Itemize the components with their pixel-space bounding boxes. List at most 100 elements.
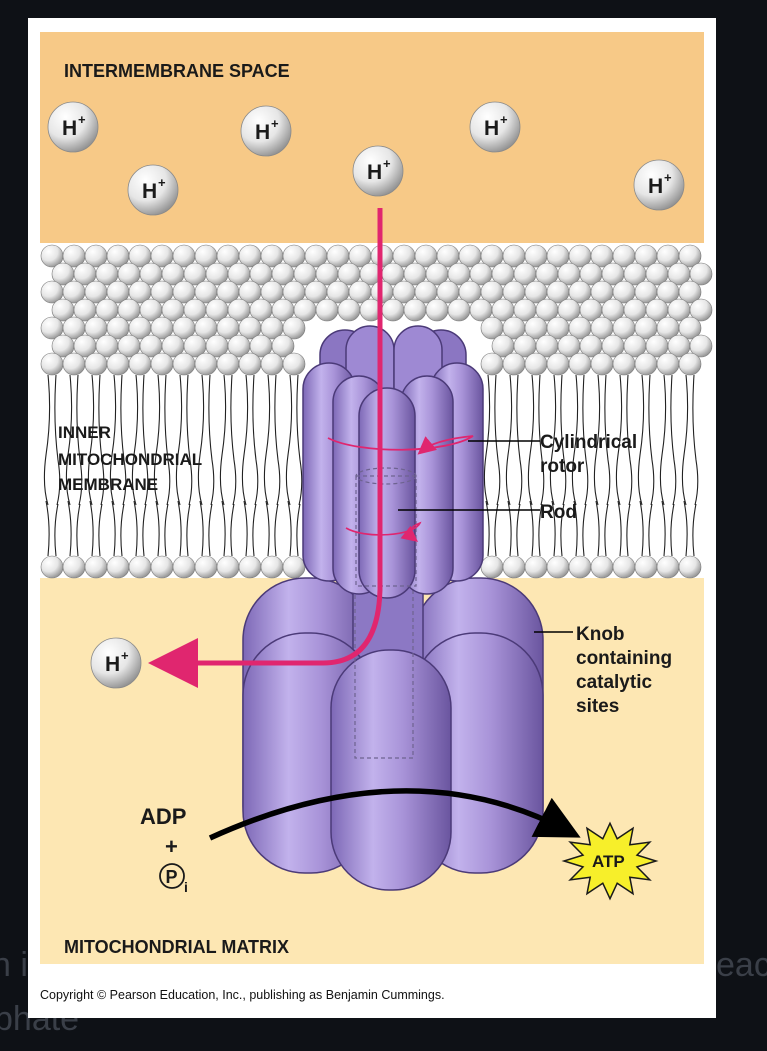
- lipid-head: [216, 555, 240, 579]
- protons: H+H+H+H+H+H+H+: [47, 101, 685, 689]
- lipid-tail: [142, 374, 149, 506]
- lipid-head: [128, 555, 152, 579]
- lipid-head: [260, 555, 284, 579]
- lipid-tail: [230, 503, 235, 557]
- proton-label: H: [255, 121, 270, 144]
- lipid-tail: [43, 374, 51, 506]
- proton: H+: [240, 105, 292, 157]
- lipid-head: [689, 298, 713, 322]
- lipid-tail: [527, 374, 535, 506]
- lipid-tail: [208, 503, 213, 557]
- lipid-head: [172, 555, 196, 579]
- lipid-tail: [265, 500, 270, 557]
- lipid-tail: [230, 374, 237, 506]
- lipid-head: [656, 555, 680, 579]
- lipid-tail: [155, 500, 160, 557]
- lipid-tail: [560, 503, 565, 557]
- lipid-head: [62, 352, 86, 376]
- proton-charge: +: [271, 116, 279, 131]
- lipid-tail: [571, 374, 579, 506]
- rotor-rotation-arrow: [327, 435, 474, 455]
- adp-to-atp-arrow: [208, 788, 581, 841]
- atp-synthase-figure: H+H+H+H+H+H+H+ INTERMEMBRANE SPACE INNER…: [28, 18, 716, 1018]
- lipid-tail: [296, 374, 303, 506]
- catalytic-knob: [242, 567, 544, 891]
- lipid-tail: [142, 503, 147, 557]
- lipid-head: [271, 334, 295, 358]
- lipid-head: [546, 352, 570, 376]
- lipid-tail: [287, 500, 292, 557]
- lipid-tail: [637, 374, 645, 506]
- lipid-head: [128, 352, 152, 376]
- lipid-head: [612, 555, 636, 579]
- lipid-head: [678, 316, 702, 340]
- lipid-head: [590, 352, 614, 376]
- lipid-tail: [538, 503, 543, 557]
- lipid-tail: [516, 503, 521, 557]
- lipid-head: [634, 352, 658, 376]
- lipid-tail: [111, 500, 116, 557]
- lipid-head: [546, 555, 570, 579]
- proton-charge: +: [78, 112, 86, 127]
- knob-callout-line4: sites: [576, 696, 619, 717]
- lipid-tail: [208, 374, 215, 506]
- lipid-head: [524, 555, 548, 579]
- lipid-tail: [131, 374, 139, 506]
- lipid-tail: [670, 503, 675, 557]
- lipid-tail: [648, 374, 655, 506]
- lipid-tail: [76, 503, 81, 557]
- membrane-label-line3: MEMBRANE: [58, 475, 158, 494]
- proton: H+: [47, 101, 99, 153]
- proton-charge: +: [500, 112, 508, 127]
- lipid-head: [502, 352, 526, 376]
- lipid-tail: [120, 374, 127, 506]
- lipid-tail: [76, 374, 83, 506]
- lipid-head: [678, 244, 702, 268]
- lipid-tail: [551, 500, 556, 557]
- lipid-tail: [177, 500, 182, 557]
- membrane-label-line2: MITOCHONDRIAL: [58, 450, 202, 469]
- lipid-tail: [560, 374, 567, 506]
- lipid-head: [238, 352, 262, 376]
- phosphate-symbol: P i: [159, 863, 188, 895]
- proton-charge: +: [664, 170, 672, 185]
- lipid-tail: [573, 500, 578, 557]
- lipid-head: [480, 352, 504, 376]
- lipid-head: [678, 352, 702, 376]
- lipid-tail: [615, 374, 623, 506]
- lipid-head: [403, 298, 427, 322]
- background-text-fragment: n i: [0, 946, 28, 984]
- lipid-head: [678, 555, 702, 579]
- lipid-head: [216, 352, 240, 376]
- lipid-tail: [65, 374, 73, 506]
- lipid-head: [150, 352, 174, 376]
- lipid-tail: [186, 503, 191, 557]
- lipid-tail: [483, 374, 491, 506]
- lipid-tail: [593, 374, 601, 506]
- lipid-tail: [54, 503, 59, 557]
- lipid-head: [106, 555, 130, 579]
- lipid-head: [84, 555, 108, 579]
- lipid-tail: [626, 374, 633, 506]
- lipid-tail: [507, 500, 512, 557]
- lipid-head: [62, 555, 86, 579]
- lipid-tail: [604, 374, 611, 506]
- intermembrane-space-region: [40, 32, 704, 257]
- lipid-tail: [243, 500, 248, 557]
- proton-path-arrow: [148, 208, 383, 688]
- lipid-head: [282, 352, 306, 376]
- lipid-tail: [296, 503, 301, 557]
- proton-label: H: [648, 175, 663, 198]
- rod-rotation-arrow: [345, 521, 422, 543]
- proton: H+: [469, 101, 521, 153]
- lipid-head: [260, 352, 284, 376]
- lipid-head: [689, 334, 713, 358]
- lipid-head: [194, 555, 218, 579]
- lipid-head: [381, 298, 405, 322]
- lipid-tail: [529, 500, 534, 557]
- lipid-head: [337, 298, 361, 322]
- lipid-head: [106, 352, 130, 376]
- lipid-head: [634, 555, 658, 579]
- proton: H+: [90, 637, 142, 689]
- cylindrical-rotor: [302, 325, 484, 599]
